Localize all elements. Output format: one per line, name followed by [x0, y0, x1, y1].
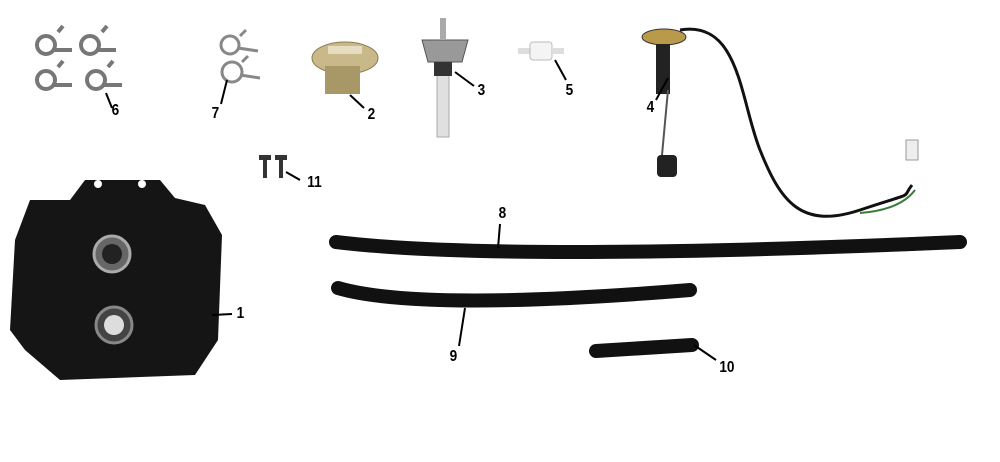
callout-8: 8	[498, 205, 507, 222]
fuel-sender-part-4	[641, 27, 919, 218]
leader-lines	[105, 59, 717, 361]
bolts-part-11	[259, 155, 287, 178]
hose-part-10	[589, 338, 699, 358]
hose-part-8	[329, 235, 967, 259]
hose-part-9	[331, 281, 697, 308]
callout-4: 4	[646, 99, 655, 116]
callout-6: 6	[111, 102, 120, 119]
callout-10: 10	[719, 359, 735, 376]
spring-clips-part-7	[219, 28, 261, 84]
hose-clamps-part-6	[35, 24, 122, 91]
fuel-valve-part-3	[421, 18, 469, 138]
callout-7: 7	[211, 105, 220, 122]
callout-11: 11	[307, 174, 322, 191]
callout-1: 1	[236, 305, 245, 322]
fuel-filter-part-5	[518, 41, 564, 61]
callout-5: 5	[565, 82, 574, 99]
fuel-cap-part-2	[311, 41, 379, 94]
fuel-tank-part-1	[10, 180, 222, 380]
callout-3: 3	[477, 82, 486, 99]
callout-2: 2	[367, 106, 376, 123]
callout-9: 9	[449, 348, 458, 365]
